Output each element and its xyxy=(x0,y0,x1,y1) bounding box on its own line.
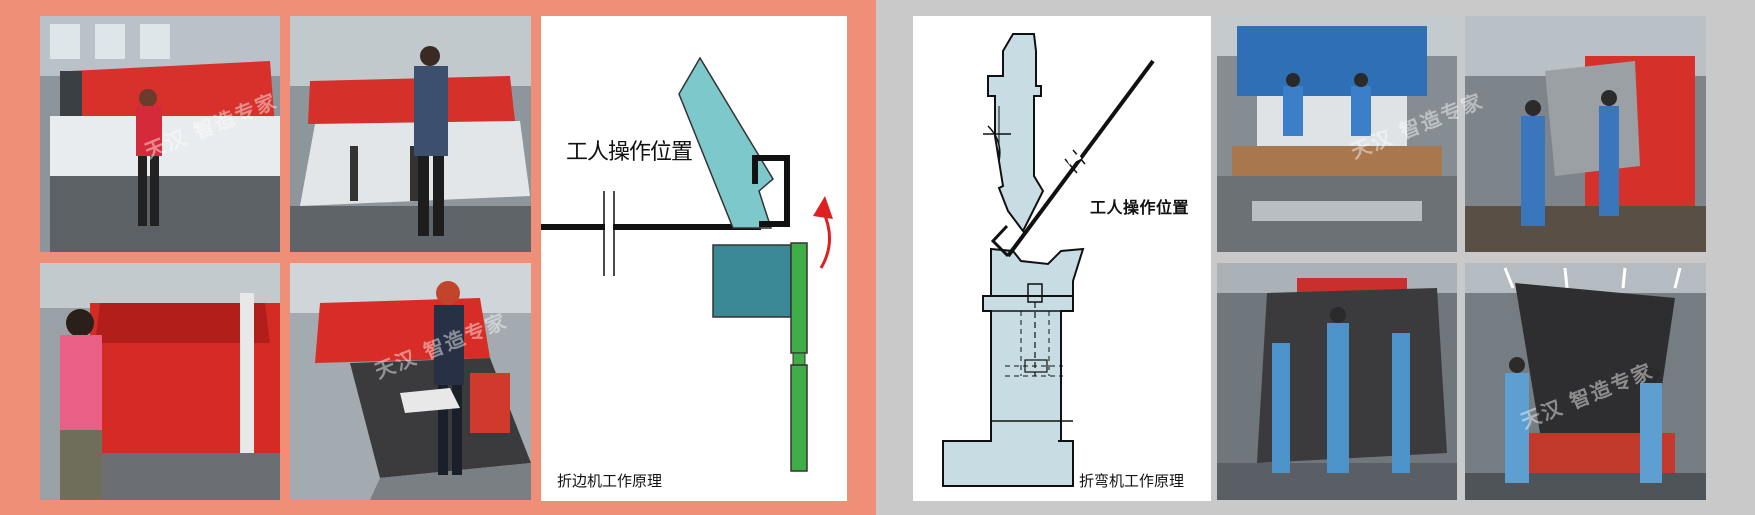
photo-press-brake-red-sheet xyxy=(1465,16,1706,252)
folding-beam-lower xyxy=(790,364,808,472)
photo-press-brake-three-workers-large-sheet xyxy=(1217,263,1457,500)
right-panel: 工人操作位置 折弯机工作原理 xyxy=(876,0,1755,515)
folding-machine-caption: 折边机工作原理 xyxy=(557,472,663,490)
lower-clamp-block xyxy=(712,244,792,318)
press-brake-diagram: 工人操作位置 折弯机工作原理 xyxy=(913,16,1211,501)
folding-machine-schematic xyxy=(541,56,833,472)
photo-press-brake-large-panel-two-workers xyxy=(1465,263,1706,500)
rotation-arrow xyxy=(819,210,831,269)
machine-bed xyxy=(942,295,1074,487)
press-brake-schematic xyxy=(942,33,1155,487)
sheet-metal xyxy=(541,224,761,230)
photo-folder-worker-table xyxy=(290,263,531,500)
left-panel: 工人操作位置 折边机工作原理 天汉 智造专家 天汉 智造专家 xyxy=(0,0,876,515)
press-brake-caption: 折弯机工作原理 xyxy=(1079,472,1185,490)
photo-panel-bender-operator-back xyxy=(290,16,531,252)
operator-position-label: 工人操作位置 xyxy=(566,140,693,165)
upper-punch xyxy=(987,33,1045,233)
operator-position-label: 工人操作位置 xyxy=(1090,198,1190,217)
bent-sheet-flange xyxy=(752,155,790,227)
photo-press-brake-blue-two-workers xyxy=(1217,16,1457,252)
lower-die xyxy=(990,247,1085,297)
folding-machine-diagram: 工人操作位置 折边机工作原理 xyxy=(541,16,847,501)
photo-folder-worker-pink-shirt xyxy=(40,263,280,500)
photo-panel-bender-worker-red-shirt xyxy=(40,16,280,252)
upper-die xyxy=(678,56,774,229)
folding-beam xyxy=(790,242,808,354)
